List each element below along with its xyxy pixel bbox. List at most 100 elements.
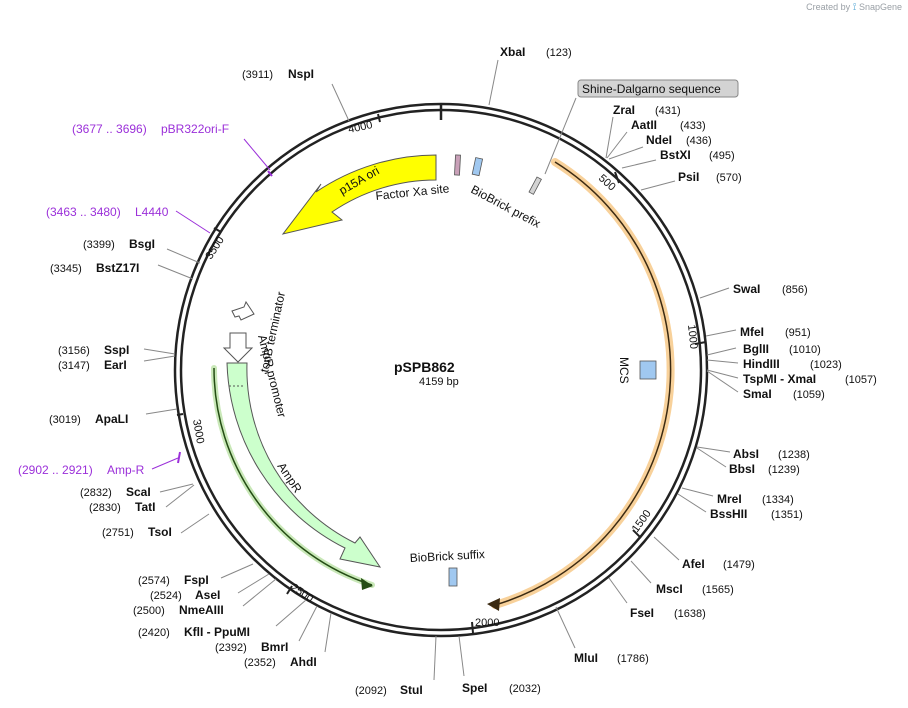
enzyme-pos: (2832) [80,487,112,499]
enzyme-pos: (2092) [355,685,387,697]
enzyme-pos: (3345) [50,263,82,275]
primer-range-amp-r: (2902 .. 2921) [18,463,93,477]
tick-500 [614,171,620,184]
feature-shine-dalgarno: Shine-Dalgarno sequence [528,79,739,195]
enzyme-pos: (570) [716,172,742,184]
enzyme-pos: (431) [655,105,681,117]
enzyme-name: BssHII [710,507,747,521]
tick-3000 [176,413,184,416]
enzyme-name: NmeAIII [179,603,224,617]
enzyme-pos: (2830) [89,502,121,514]
enzyme-pos: (2352) [244,657,276,669]
enzyme-name: ScaI [126,485,151,499]
tick-2000 [471,621,474,634]
feature-label-mcs: MCS [617,357,631,384]
tick-label-1500: 1500 [630,508,654,535]
enzyme-name: FseI [630,606,654,620]
plasmid-size: 4159 bp [419,376,459,388]
enzyme-name: NspI [288,67,314,81]
enzyme-name: AfeI [682,557,705,571]
enzyme-name: ZraI [613,103,635,117]
enzyme-name: NdeI [646,133,672,147]
tick-1500 [632,529,642,539]
enzyme-name: AhdI [290,655,317,669]
credit-brand: SnapGene [858,2,902,12]
orf-orange-track [487,158,675,611]
enzyme-pos: (1479) [723,559,755,571]
enzyme-name: BmrI [261,640,288,654]
enzyme-pos: (3147) [58,360,90,372]
enzyme-name: TatI [135,500,155,514]
enzyme-name: BbsI [729,462,755,476]
enzyme-name: AatII [631,118,657,132]
enzyme-pos: (1010) [789,344,821,356]
orf-green-arrowhead [361,578,373,590]
feature-label-biobrick-suffix: BioBrick suffix [409,547,485,565]
enzyme-name: AseI [195,588,220,602]
snapgene-logo-icon: ⟟ [852,2,857,13]
enzyme-pos: (1059) [793,389,825,401]
enzyme-name: BsgI [129,237,155,251]
primer-range-l4440: (3463 .. 3480) [46,205,121,219]
enzyme-pos: (951) [785,327,811,339]
enzyme-pos: (1238) [778,449,810,461]
enzyme-pos: (436) [686,135,712,147]
feature-label-shine-dalgarno: Shine-Dalgarno sequence [582,82,721,96]
enzyme-pos: (1638) [674,608,706,620]
enzyme-pos: (495) [709,150,735,162]
enzyme-pos: (2574) [138,575,170,587]
enzyme-name: XbaI [500,45,525,59]
enzyme-name: BglII [743,342,769,356]
enzyme-pos: (1351) [771,509,803,521]
enzyme-pos: (1239) [768,464,800,476]
enzyme-pos: (433) [680,120,706,132]
enzyme-name: MreI [717,492,742,506]
enzyme-pos: (2751) [102,527,134,539]
tick-4000 [377,113,381,123]
enzyme-pos: (3399) [83,239,115,251]
tick-label-4000: 4000 [347,119,373,136]
enzyme-pos: (1565) [702,584,734,596]
enzyme-pos: (1786) [617,653,649,665]
tick-label-3500: 3500 [203,235,226,262]
enzyme-name: BstXI [660,148,691,162]
tick-1000 [694,341,707,345]
feature-ampr: AmpR [226,362,382,568]
enzyme-name: EarI [104,358,127,372]
shine-dalgarno-callout [577,79,739,98]
orf-orange-arrowhead [487,598,500,611]
enzyme-pos: (1023) [810,359,842,371]
enzyme-pos: (2032) [509,683,541,695]
feature-biobrick-prefix: BioBrick prefix [469,157,543,231]
primer-name-l4440: L4440 [135,205,169,219]
enzyme-name: SspI [104,343,129,357]
enzyme-pos: (2392) [215,642,247,654]
credit-text: Created by [806,2,851,12]
plasmid-name: pSPB862 [394,359,455,375]
enzyme-name: SpeI [462,681,487,695]
primer-l4440: (3463 .. 3480) L4440 [46,205,211,234]
enzyme-pos: (2420) [138,627,170,639]
enzyme-name: TsoI [148,525,172,539]
enzyme-name: KflI - PpuMI [184,625,250,639]
enzyme-name: AbsI [733,447,759,461]
enzyme-pos: (1334) [762,494,794,506]
primer-pbr322ori-f: (3677 .. 3696) pBR322ori-F [72,122,273,177]
enzyme-pos: (3156) [58,345,90,357]
enzyme-name: FspI [184,573,209,587]
primer-amp-r: (2902 .. 2921) Amp-R [18,451,181,477]
feature-label-tonb-terminator: tonB terminator [257,290,288,373]
enzyme-name: MfeI [740,325,764,339]
enzyme-pos: (123) [546,47,572,59]
enzyme-pos: (3911) [242,69,273,81]
primer-range-pbr322ori-f: (3677 .. 3696) [72,122,147,136]
tick-2500 [286,585,293,595]
enzyme-name: HindIII [743,357,780,371]
primer-name-pbr322ori-f: pBR322ori-F [161,122,229,136]
tick-label-3000: 3000 [190,418,206,444]
enzyme-pos: (3019) [49,414,81,426]
enzyme-name: ApaLI [95,412,128,426]
enzyme-sites: XbaI (123) ZraI (431) AatII (433) NdeI (… [49,45,877,697]
feature-biobrick-suffix: BioBrick suffix [409,547,485,587]
snapgene-credit: Created by ⟟ SnapGene [806,2,902,13]
